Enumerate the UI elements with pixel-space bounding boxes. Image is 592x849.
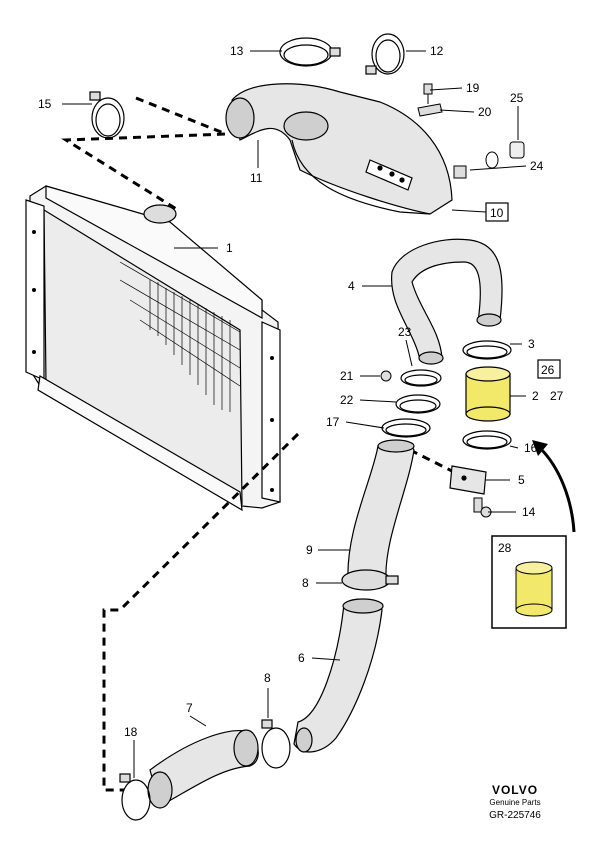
label-28: 28: [498, 541, 512, 555]
leader-lines: [62, 50, 527, 778]
clamp-18[interactable]: [119, 773, 151, 821]
label-9: 9: [306, 543, 313, 557]
label-23: 23: [398, 325, 412, 339]
clamp-3[interactable]: [462, 340, 512, 360]
bolt-21[interactable]: [380, 370, 392, 382]
label-19: 19: [466, 81, 480, 95]
label-1: 1: [226, 241, 233, 255]
ref-box-26: [537, 359, 561, 379]
ref-box-10: [485, 202, 509, 222]
bracket-5[interactable]: [449, 465, 487, 495]
hose-7[interactable]: [147, 729, 259, 809]
clamp-15[interactable]: [89, 91, 125, 139]
label-14: 14: [522, 505, 536, 519]
coupling-2[interactable]: [465, 366, 511, 422]
label-11: 11: [250, 171, 263, 185]
intercooler[interactable]: [25, 185, 281, 512]
label-16: 16: [524, 441, 538, 455]
bracket-20[interactable]: [417, 103, 443, 117]
plug-25[interactable]: [509, 141, 525, 159]
label-5: 5: [518, 473, 525, 487]
sensor-19[interactable]: [423, 83, 433, 104]
label-25: 25: [510, 91, 524, 105]
upper-charge-pipe[interactable]: [225, 83, 453, 215]
bolt-14[interactable]: [473, 497, 492, 518]
label-7: 7: [186, 701, 193, 715]
label-12: 12: [430, 44, 444, 58]
label-22: 22: [340, 393, 354, 407]
hose-6[interactable]: [293, 598, 384, 753]
label-18: 18: [124, 725, 138, 739]
mount-holes: [32, 230, 274, 492]
label-17: 17: [326, 415, 340, 429]
brand-logo: VOLVO: [491, 783, 539, 797]
clamp-16[interactable]: [462, 430, 512, 450]
intercooler-core-fins: [119, 261, 241, 412]
hose-9[interactable]: [347, 439, 415, 581]
label-2: 2: [532, 389, 539, 403]
hose-4[interactable]: [391, 238, 503, 365]
label-15: 15: [38, 97, 52, 111]
label-27: 27: [550, 389, 564, 403]
label-10: 10: [490, 206, 504, 220]
label-20: 20: [478, 105, 492, 119]
diagram-reference-code: GR-225746: [489, 810, 541, 821]
brand-subtitle: Genuine Parts: [489, 798, 541, 807]
label-3: 3: [528, 337, 535, 351]
clamp-8-upper[interactable]: [341, 569, 399, 591]
clamp-23[interactable]: [400, 369, 442, 387]
label-21: 21: [340, 369, 354, 383]
clamp-22[interactable]: [395, 394, 441, 414]
inset-28[interactable]: [491, 535, 567, 629]
label-13: 13: [230, 44, 244, 58]
clamp-17[interactable]: [381, 418, 431, 438]
clamp-13[interactable]: [279, 37, 341, 67]
clamp-8-lower[interactable]: [261, 719, 291, 769]
label-8-upper: 8: [302, 576, 309, 590]
reference-lines: [61, 96, 471, 792]
inset-pointer-arrow: [532, 440, 576, 533]
label-6: 6: [298, 651, 305, 665]
part-labels: 1 2 3 4 5 6 7 8 8 9 10 11 12 13 14 15 16…: [38, 44, 564, 739]
label-26: 26: [541, 363, 555, 377]
label-4: 4: [348, 279, 355, 293]
clamp-12[interactable]: [365, 33, 405, 75]
label-24: 24: [530, 159, 544, 173]
label-8-lower: 8: [264, 671, 271, 685]
fitting-24[interactable]: [453, 151, 499, 179]
